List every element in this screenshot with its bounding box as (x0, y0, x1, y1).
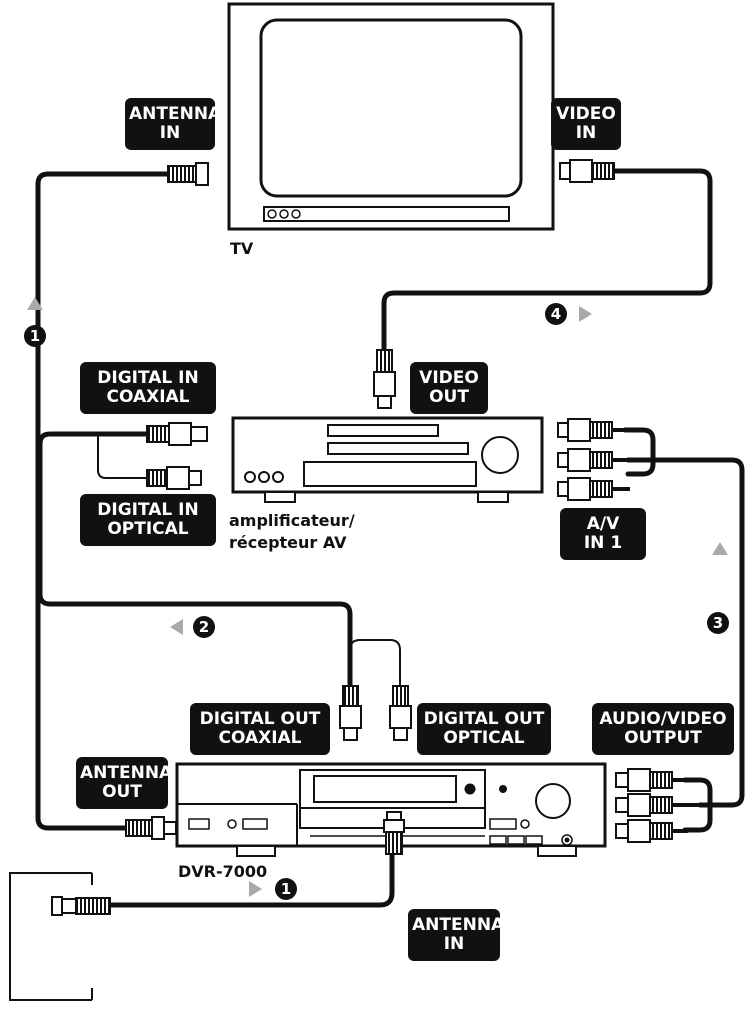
tv-caption: TV (230, 239, 254, 258)
label-line: DIGITAL IN (97, 500, 199, 520)
dvr-coaxial-plug (339, 685, 362, 741)
label-line: DIGITAL OUT (423, 709, 545, 729)
tv-video-in-label: VIDEO IN (551, 98, 621, 150)
video-cable (381, 168, 713, 355)
arrow-right-icon (249, 881, 262, 897)
dvr-audio-video-output-label: AUDIO/VIDEO OUTPUT (592, 703, 734, 755)
step-3-badge: 3 (707, 612, 729, 634)
label-line: IN (443, 934, 465, 954)
label-line: COAXIAL (218, 728, 302, 748)
av-cable (622, 427, 656, 477)
label-line: AUDIO/VIDEO (599, 709, 727, 729)
step-2-badge: 2 (193, 616, 215, 638)
label-line: A/V (586, 514, 620, 534)
arrow-right-icon (579, 306, 592, 322)
label-line: ANTENNA (412, 915, 505, 935)
dvr-av-plugs (615, 768, 700, 843)
label-line: OUT (429, 387, 469, 407)
label-line: IN (159, 123, 181, 143)
label-line: VIDEO (556, 104, 616, 124)
label-line: IN 1 (583, 533, 623, 553)
arrow-left-icon (170, 619, 183, 635)
amp-av-in1-label: A/V IN 1 (560, 508, 646, 560)
dvr-antenna-out-label: ANTENNA OUT (76, 757, 173, 809)
amp-digital-in-optical-label: DIGITAL IN OPTICAL (80, 494, 216, 546)
dvr-digital-out-optical-label: DIGITAL OUT OPTICAL (417, 703, 551, 755)
label-line: DIGITAL OUT (199, 709, 321, 729)
amplifier-body (231, 416, 544, 503)
dvr-antenna-out-connector (125, 816, 177, 840)
dvr-optical-plug (389, 685, 412, 741)
recorder-caption: DVR-7000 (178, 862, 268, 881)
label-line: OPTICAL (107, 519, 189, 539)
label-line: IN (575, 123, 597, 143)
dvr-digital-out-coaxial-label: DIGITAL OUT COAXIAL (190, 703, 330, 755)
label-line: ANTENNA (129, 104, 222, 124)
amplifier-caption: amplificateur/ récepteur AV (229, 510, 355, 554)
amp-coaxial-plug (146, 422, 208, 446)
wall-outlet (9, 872, 111, 1001)
tv-body (227, 2, 555, 231)
label-line: DIGITAL IN (97, 368, 199, 388)
antenna-cable-wall (107, 842, 395, 908)
label-line: OUTPUT (624, 728, 702, 748)
step-1-badge: 1 (275, 878, 297, 900)
label-line: OUT (102, 782, 142, 802)
label-line: ANTENNA (80, 763, 173, 783)
caption-line: récepteur AV (229, 533, 347, 552)
amp-optical-plug (146, 466, 202, 490)
label-line: OPTICAL (443, 728, 525, 748)
amp-video-plug (373, 349, 396, 409)
dvr-antenna-in-connector (383, 811, 405, 855)
amp-digital-in-coaxial-label: DIGITAL IN COAXIAL (80, 362, 216, 414)
label-line: VIDEO (419, 368, 479, 388)
caption-line: amplificateur/ (229, 511, 355, 530)
amp-av-plugs (557, 418, 630, 501)
label-line: COAXIAL (106, 387, 190, 407)
tv-antenna-in-label: ANTENNA IN (125, 98, 222, 150)
step-4-badge: 4 (545, 303, 567, 325)
arrow-up-icon (27, 297, 43, 310)
arrow-up-icon (712, 542, 728, 555)
digital-coaxial-cable (37, 431, 353, 693)
tv-video-connector (559, 159, 615, 183)
amp-video-out-label: VIDEO OUT (410, 362, 488, 414)
tv-antenna-connector (167, 162, 209, 186)
dvr-antenna-in-label: ANTENNA IN (408, 909, 505, 961)
step-1-badge: 1 (24, 325, 46, 347)
